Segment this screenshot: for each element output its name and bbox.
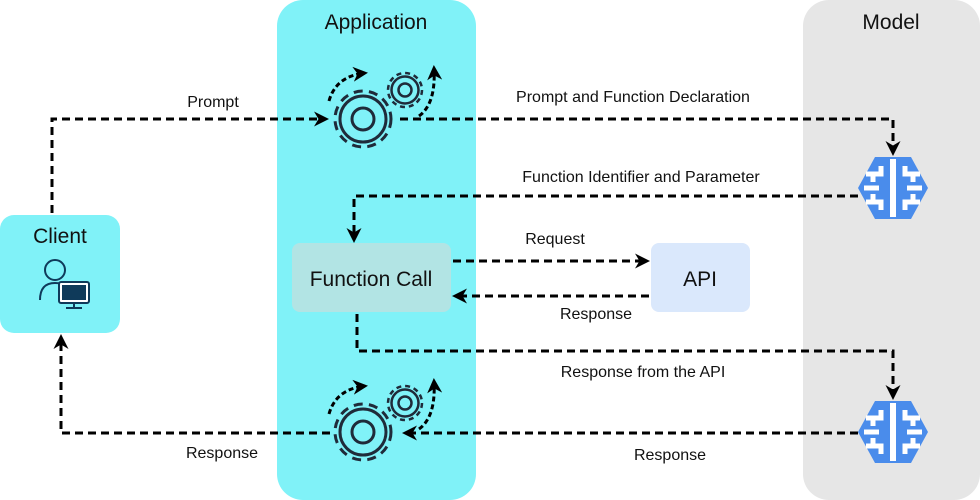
model-lane-title: Model <box>862 11 919 34</box>
client-node[interactable]: Client <box>0 215 120 333</box>
function-identifier-connector <box>346 194 858 243</box>
api-node[interactable]: API <box>651 243 750 312</box>
user-computer-icon <box>39 259 90 309</box>
function-call-label: Function Call <box>310 268 433 291</box>
prompt-connector <box>50 111 329 213</box>
client-label: Client <box>33 225 87 248</box>
response-from-api-label: Response from the API <box>561 364 726 381</box>
function-identifier-label: Function Identifier and Parameter <box>522 169 760 186</box>
model-response-label: Response <box>634 447 706 464</box>
model-lane: Model <box>803 0 980 500</box>
request-label: Request <box>525 231 585 248</box>
api-response-label: Response <box>560 306 632 323</box>
function-call-node[interactable]: Function Call <box>292 243 451 312</box>
client-response-connector <box>53 334 330 435</box>
application-lane-title: Application <box>325 11 428 34</box>
response-from-api-connector <box>355 314 901 400</box>
client-response-label: Response <box>186 445 258 462</box>
prompt-declaration-label: Prompt and Function Declaration <box>516 89 750 106</box>
api-label: API <box>683 268 717 291</box>
prompt-label: Prompt <box>187 94 239 111</box>
